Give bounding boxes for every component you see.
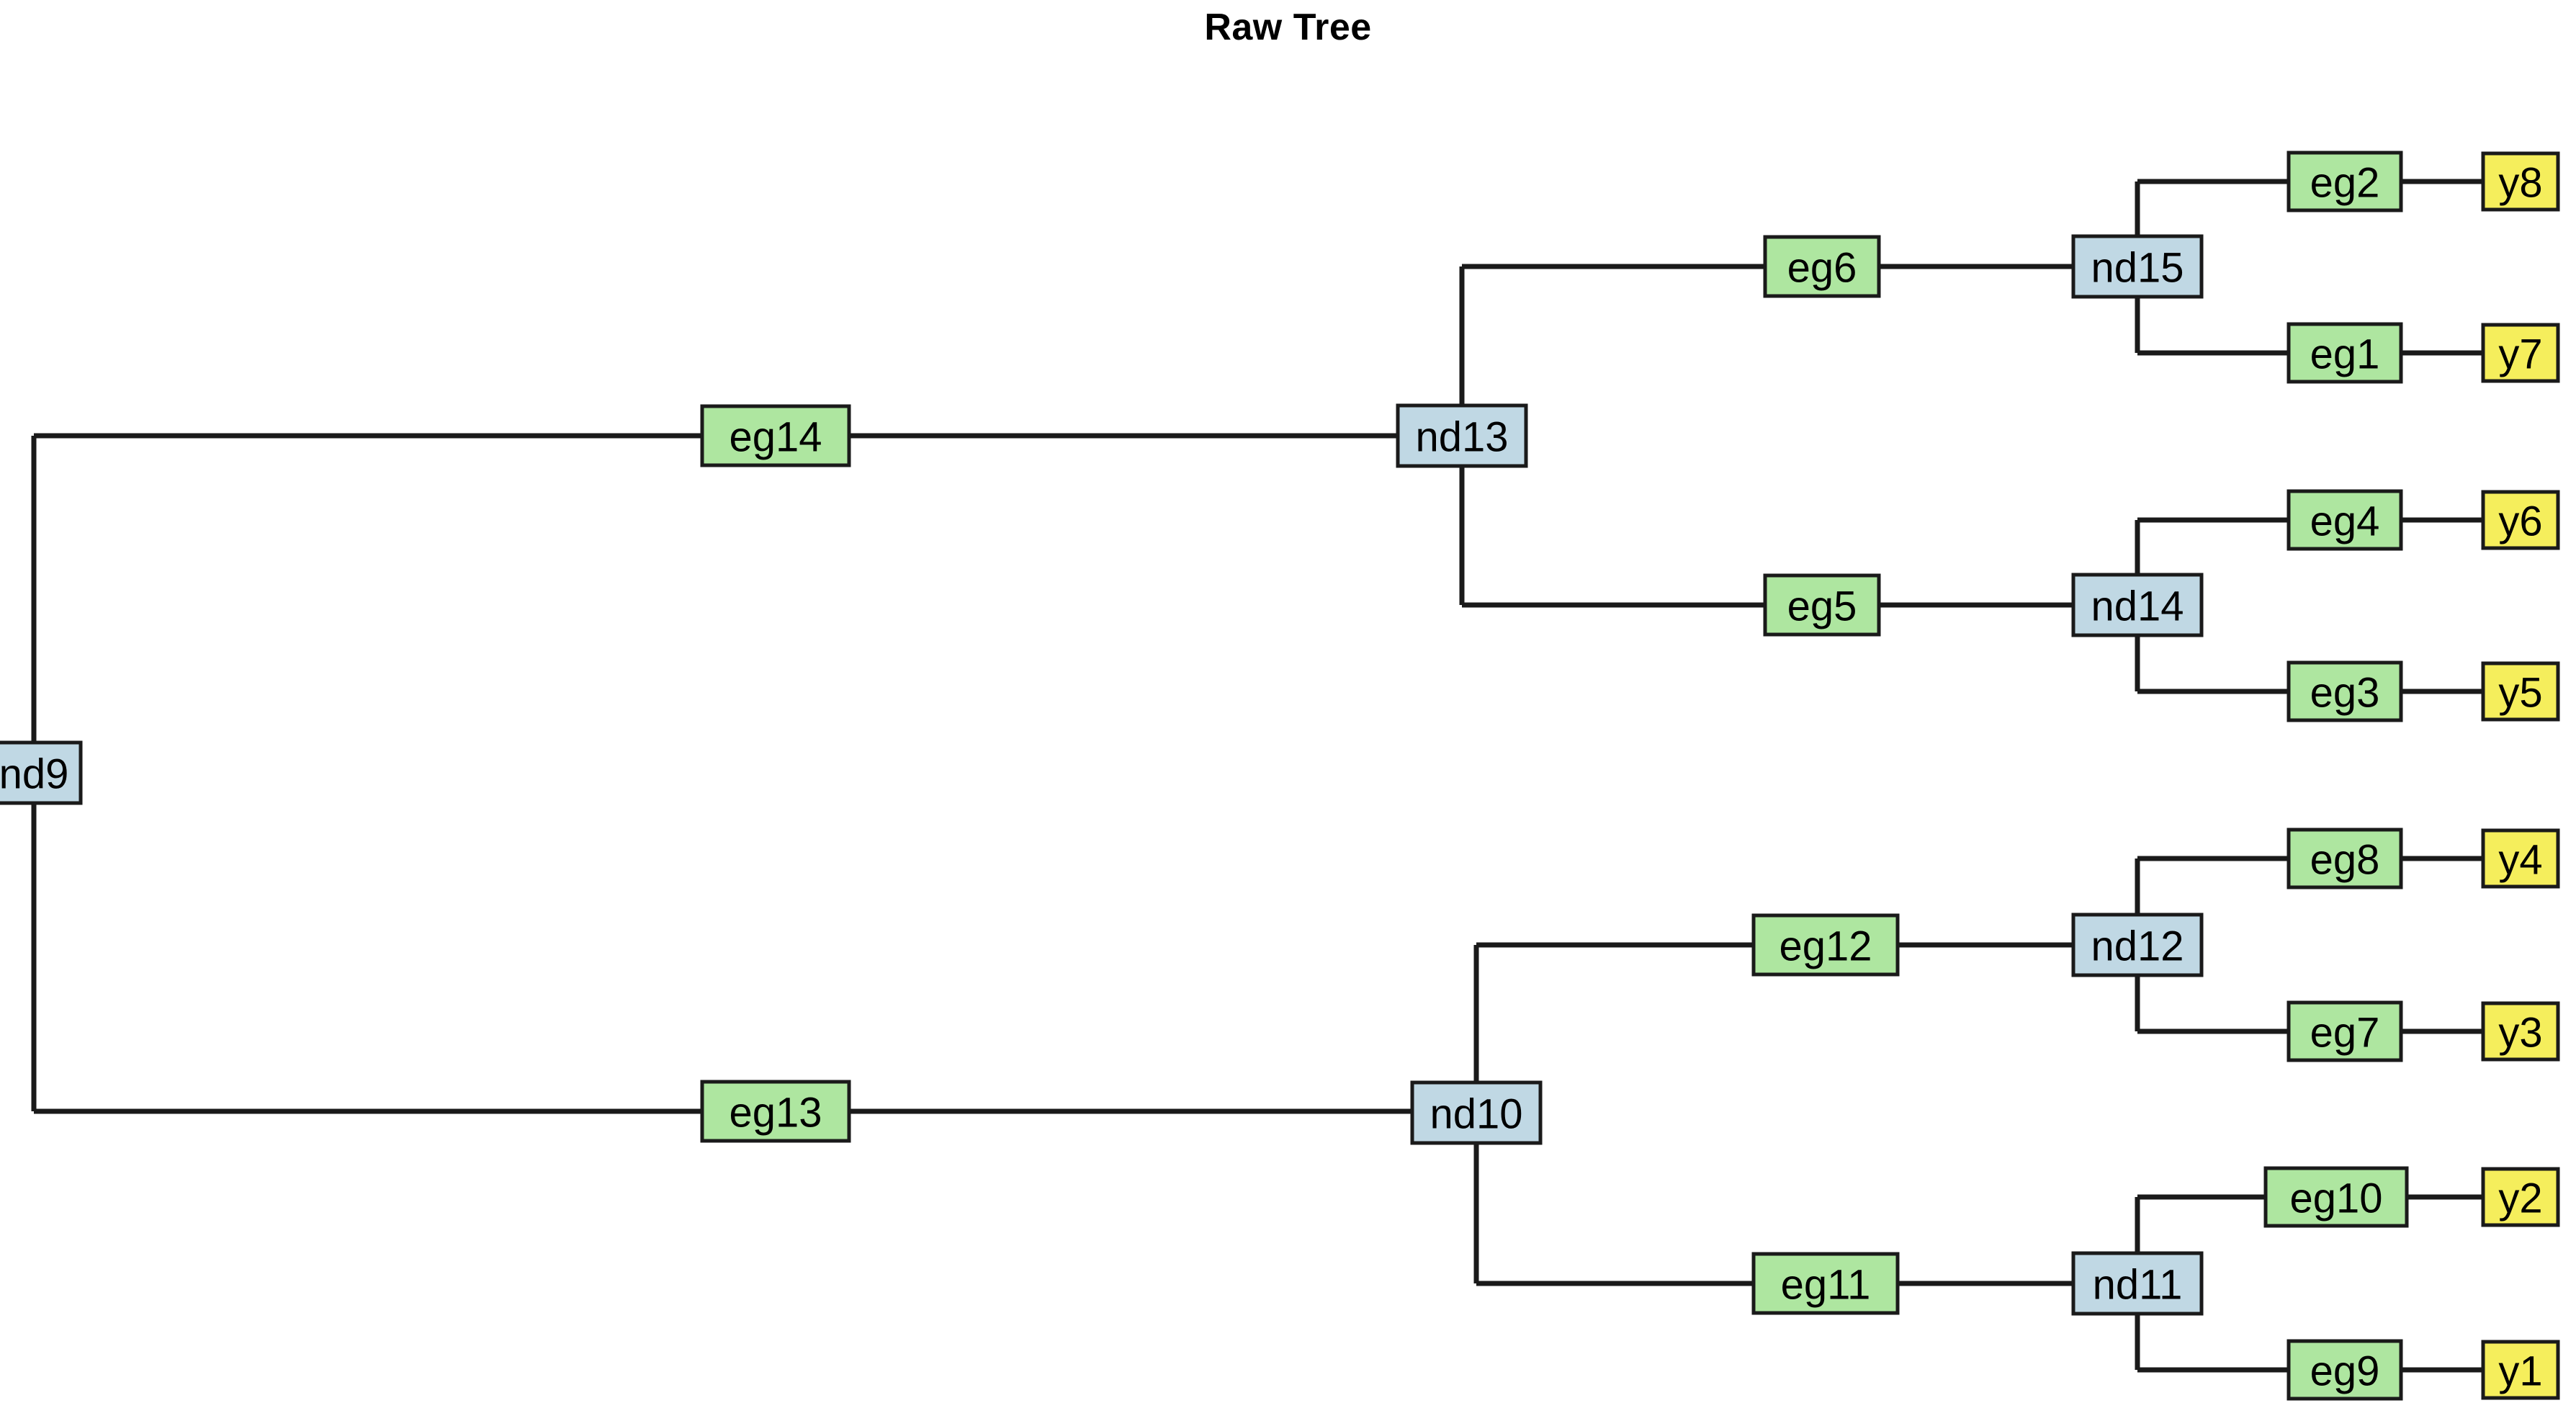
tree-node-eg11[interactable]: eg11 [1751, 1252, 1900, 1315]
node-box-nd15[interactable] [2071, 234, 2204, 299]
tree-node-eg3[interactable]: eg3 [2286, 660, 2403, 722]
node-box-nd13[interactable] [1396, 403, 1528, 468]
node-label-eg7: eg7 [2310, 1010, 2380, 1057]
node-box-y6[interactable] [2481, 490, 2560, 550]
node-box-eg4[interactable] [2286, 489, 2403, 551]
node-box-y1[interactable] [2481, 1340, 2560, 1400]
node-box-y4[interactable] [2481, 828, 2560, 889]
node-label-nd12: nd12 [2091, 923, 2184, 970]
tree-node-eg12[interactable]: eg12 [1751, 913, 1900, 977]
node-box-eg8[interactable] [2286, 828, 2403, 889]
tree-node-eg8[interactable]: eg8 [2286, 828, 2403, 889]
edge-lines-group [31, 179, 2483, 1373]
node-box-nd9[interactable] [0, 740, 83, 805]
node-box-eg11[interactable] [1751, 1252, 1900, 1315]
node-box-nd11[interactable] [2071, 1251, 2204, 1316]
node-box-y2[interactable] [2481, 1167, 2560, 1227]
tree-node-y5[interactable]: y5 [2481, 661, 2560, 722]
tree-node-nd13[interactable]: nd13 [1396, 403, 1528, 468]
tree-node-eg1[interactable]: eg1 [2286, 322, 2403, 384]
node-label-eg12: eg12 [1779, 923, 1872, 970]
node-box-nd10[interactable] [1410, 1080, 1543, 1145]
tree-node-eg4[interactable]: eg4 [2286, 489, 2403, 551]
node-box-eg9[interactable] [2286, 1339, 2403, 1401]
node-label-y3: y3 [2498, 1010, 2542, 1057]
node-label-eg13: eg13 [729, 1090, 822, 1137]
page-title: Raw Tree [1204, 6, 1372, 48]
node-label-eg11: eg11 [1781, 1262, 1871, 1309]
node-box-eg5[interactable] [1763, 573, 1881, 637]
node-box-y5[interactable] [2481, 661, 2560, 722]
tree-node-y7[interactable]: y7 [2481, 323, 2560, 383]
node-label-eg5: eg5 [1787, 583, 1857, 630]
tree-node-eg13[interactable]: eg13 [700, 1080, 851, 1143]
node-label-eg8: eg8 [2310, 837, 2380, 884]
node-label-y5: y5 [2498, 670, 2542, 717]
node-label-nd11: nd11 [2093, 1262, 2183, 1309]
node-box-y3[interactable] [2481, 1001, 2560, 1062]
node-label-eg9: eg9 [2310, 1348, 2380, 1395]
node-box-nd14[interactable] [2071, 573, 2204, 637]
node-label-eg1: eg1 [2310, 331, 2380, 378]
node-label-y8: y8 [2498, 160, 2542, 207]
tree-node-y8[interactable]: y8 [2481, 151, 2560, 212]
node-label-y6: y6 [2498, 498, 2542, 545]
tree-node-eg14[interactable]: eg14 [700, 404, 851, 467]
node-label-y1: y1 [2498, 1348, 2542, 1395]
tree-node-eg5[interactable]: eg5 [1763, 573, 1881, 637]
tree-node-eg2[interactable]: eg2 [2286, 151, 2403, 212]
node-label-nd13: nd13 [1415, 414, 1508, 461]
node-label-y4: y4 [2498, 837, 2542, 884]
node-box-eg1[interactable] [2286, 322, 2403, 384]
tree-node-y6[interactable]: y6 [2481, 490, 2560, 550]
node-box-eg10[interactable] [2263, 1166, 2409, 1228]
node-label-nd14: nd14 [2091, 583, 2184, 630]
node-box-eg2[interactable] [2286, 151, 2403, 212]
tree-node-y2[interactable]: y2 [2481, 1167, 2560, 1227]
node-box-eg13[interactable] [700, 1080, 851, 1143]
tree-node-eg7[interactable]: eg7 [2286, 1000, 2403, 1062]
node-box-eg3[interactable] [2286, 660, 2403, 722]
node-box-y8[interactable] [2481, 151, 2560, 212]
node-box-eg14[interactable] [700, 404, 851, 467]
tree-node-nd14[interactable]: nd14 [2071, 573, 2204, 637]
tree-node-nd11[interactable]: nd11 [2071, 1251, 2204, 1316]
node-label-nd15: nd15 [2091, 245, 2184, 292]
tree-node-eg9[interactable]: eg9 [2286, 1339, 2403, 1401]
node-label-eg10: eg10 [2289, 1175, 2382, 1222]
tree-node-y4[interactable]: y4 [2481, 828, 2560, 889]
node-box-eg7[interactable] [2286, 1000, 2403, 1062]
node-boxes-group: nd9 eg14 eg13 nd13 nd10 eg6 eg5 eg12 eg11 nd15 nd1… [0, 151, 2560, 1401]
node-label-y7: y7 [2498, 331, 2542, 378]
node-label-nd9: nd9 [0, 751, 68, 798]
tree-node-nd15[interactable]: nd15 [2071, 234, 2204, 299]
node-label-eg3: eg3 [2310, 670, 2380, 717]
tree-node-y1[interactable]: y1 [2481, 1340, 2560, 1400]
node-label-eg6: eg6 [1787, 245, 1857, 292]
node-box-eg12[interactable] [1751, 913, 1900, 977]
tree-node-eg10[interactable]: eg10 [2263, 1166, 2409, 1228]
tree-node-y3[interactable]: y3 [2481, 1001, 2560, 1062]
node-box-eg6[interactable] [1763, 235, 1881, 298]
node-box-y7[interactable] [2481, 323, 2560, 383]
node-label-eg14: eg14 [729, 414, 822, 461]
tree-node-nd10[interactable]: nd10 [1410, 1080, 1543, 1145]
node-label-y2: y2 [2498, 1175, 2542, 1222]
node-label-eg2: eg2 [2310, 160, 2380, 207]
tree-node-nd12[interactable]: nd12 [2071, 913, 2204, 977]
tree-node-eg6[interactable]: eg6 [1763, 235, 1881, 298]
node-label-nd10: nd10 [1430, 1091, 1522, 1138]
tree-node-nd9[interactable]: nd9 [0, 740, 83, 805]
node-label-eg4: eg4 [2310, 498, 2380, 545]
node-box-nd12[interactable] [2071, 913, 2204, 977]
